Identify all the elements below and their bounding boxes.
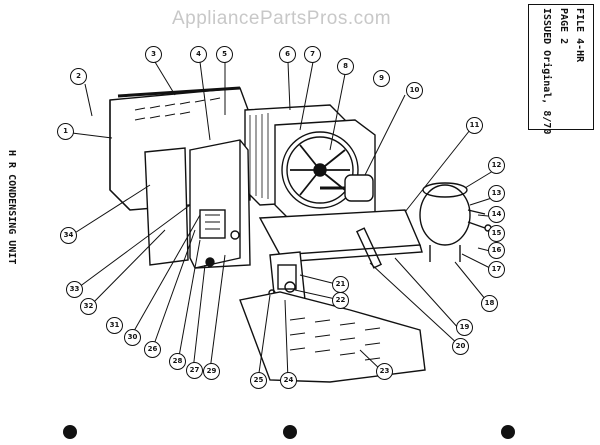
callout-1: 1 — [57, 123, 74, 140]
callout-10: 10 — [406, 82, 423, 99]
callout-20: 20 — [452, 338, 469, 355]
callout-29: 29 — [203, 363, 220, 380]
diagram-title: H R CONDENSING UNIT — [6, 150, 17, 265]
punch-holes — [63, 425, 515, 439]
callout-21: 21 — [332, 276, 349, 293]
control-panel-cover — [144, 147, 189, 266]
callout-34: 34 — [60, 227, 77, 244]
callout-27: 27 — [186, 362, 203, 379]
page-label: PAGE 2 — [558, 8, 569, 45]
title-block — [528, 4, 594, 130]
callout-3: 3 — [145, 46, 162, 63]
callout-33: 33 — [66, 281, 83, 298]
callout-9: 9 — [373, 70, 390, 87]
callout-14: 14 — [488, 206, 505, 223]
callout-30: 30 — [124, 329, 141, 346]
callout-11: 11 — [466, 117, 483, 134]
control-box — [189, 139, 251, 269]
callout-15: 15 — [488, 225, 505, 242]
fan-shroud — [274, 119, 376, 221]
callout-4: 4 — [190, 46, 207, 63]
callout-19: 19 — [456, 319, 473, 336]
leader-lines — [69, 61, 499, 381]
callout-18: 18 — [481, 295, 498, 312]
watermark: AppliancePartsPros.com — [172, 8, 392, 29]
callout-13: 13 — [488, 185, 505, 202]
callout-7: 7 — [304, 46, 321, 63]
callout-24: 24 — [280, 372, 297, 389]
callout-22: 22 — [332, 292, 349, 309]
louvered-grille — [239, 291, 426, 383]
file-label: FILE 4-HR — [574, 8, 585, 63]
callout-8: 8 — [337, 58, 354, 75]
callout-26: 26 — [144, 341, 161, 358]
fan-motor — [320, 174, 374, 202]
callout-5: 5 — [216, 46, 233, 63]
compressor — [419, 182, 492, 262]
callout-17: 17 — [488, 261, 505, 278]
callout-25: 25 — [250, 372, 267, 389]
callout-31: 31 — [106, 317, 123, 334]
callout-16: 16 — [488, 242, 505, 259]
callout-32: 32 — [80, 298, 97, 315]
callout-12: 12 — [488, 157, 505, 174]
callout-2: 2 — [70, 68, 87, 85]
callout-6: 6 — [279, 46, 296, 63]
issued-label: ISSUED Original, 8/70 — [541, 8, 552, 135]
callout-23: 23 — [376, 363, 393, 380]
callout-28: 28 — [169, 353, 186, 370]
